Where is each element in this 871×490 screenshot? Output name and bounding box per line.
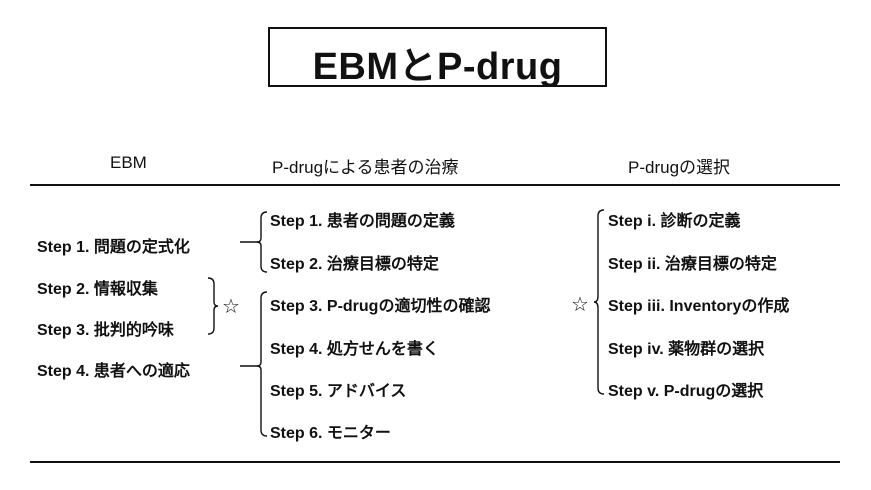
page-title: EBMとP-drug	[312, 46, 563, 88]
title-box: EBMとP-drug	[268, 27, 607, 88]
star-icon: ☆	[571, 292, 589, 316]
ebm-step-2: Step 2. 情報収集	[37, 281, 158, 298]
ebm-step-1: Step 1. 問題の定式化	[37, 239, 190, 256]
treatment-step-2: Step 2. 治療目標の特定	[270, 256, 439, 273]
column-header-ebm: EBM	[110, 153, 147, 172]
treatment-step-6: Step 6. モニター	[270, 425, 391, 442]
treatment-step-3: Step 3. P-drugの適切性の確認	[270, 298, 491, 315]
selection-step-iv: Step iv. 薬物群の選択	[608, 341, 765, 358]
brace-selection-steps	[593, 209, 605, 395]
selection-step-i: Step i. 診断の定義	[608, 213, 741, 230]
bracket-ebm1-to-treatment12	[240, 211, 268, 273]
star-icon: ☆	[222, 294, 240, 318]
header-divider	[30, 184, 840, 186]
column-header-selection: P-drugの選択	[628, 158, 731, 177]
brace-ebm-steps-2-3	[207, 277, 219, 335]
selection-step-ii: Step ii. 治療目標の特定	[608, 256, 777, 273]
ebm-step-3: Step 3. 批判的吟味	[37, 322, 174, 339]
column-header-treatment: P-drugによる患者の治療	[272, 158, 459, 177]
selection-step-iii: Step iii. Inventoryの作成	[608, 298, 790, 315]
ebm-step-4: Step 4. 患者への適応	[37, 363, 190, 380]
treatment-step-1: Step 1. 患者の問題の定義	[270, 213, 455, 230]
treatment-step-5: Step 5. アドバイス	[270, 383, 407, 400]
selection-step-v: Step v. P-drugの選択	[608, 383, 764, 400]
treatment-step-4: Step 4. 処方せんを書く	[270, 341, 439, 358]
bottom-divider	[30, 461, 840, 463]
bracket-ebm4-to-treatment36	[240, 291, 268, 437]
